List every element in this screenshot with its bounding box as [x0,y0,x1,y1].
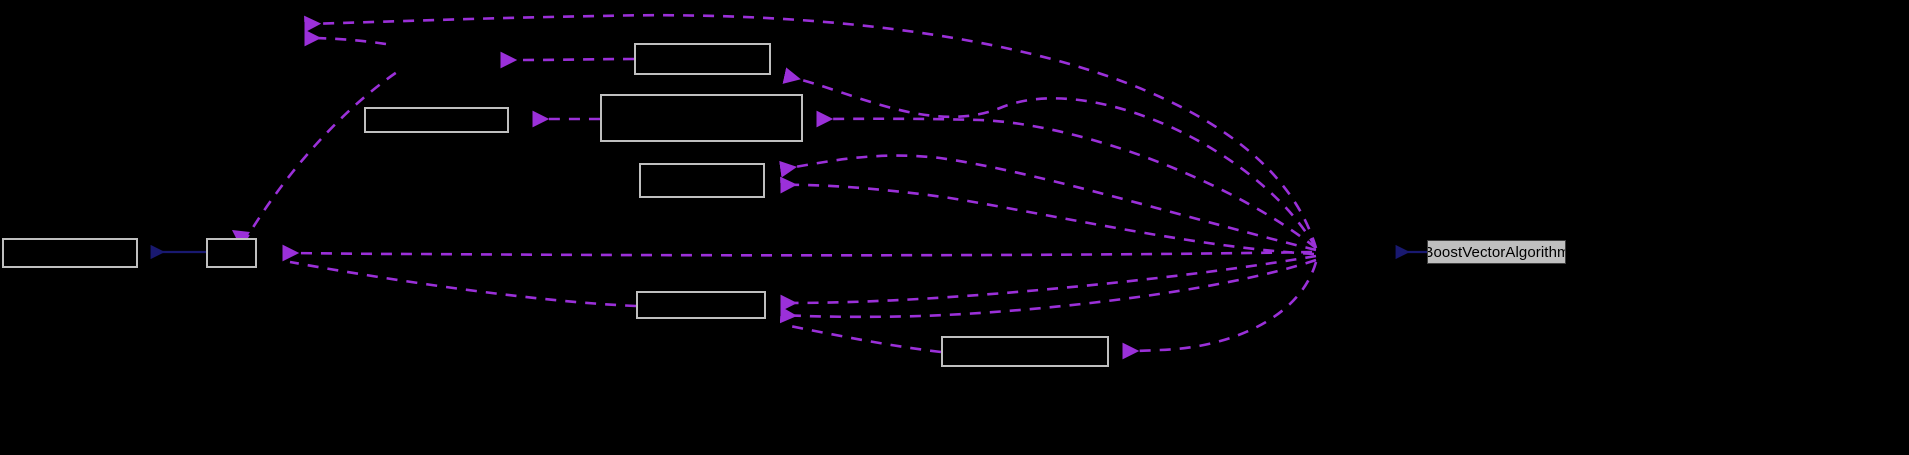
edge-hub-to-node6-lower [779,258,1317,324]
graph-node-boostvectoralgorithm-label: BoostVectorAlgorithm [1427,243,1566,261]
edge-hub-to-node7 [1122,261,1318,360]
edge-hub-to-node5-upper [779,154,1317,252]
graph-node-n0[interactable] [2,238,138,268]
edge-node6-to-node1-curve [289,260,637,308]
edge-hub-to-node1-flat [282,244,1313,262]
edge-hub-to-topleft-a [304,13,1318,249]
edge-node3-to-midleft-arrow [500,51,635,69]
edge-topleft-b-tail [304,29,387,47]
edge-hub-to-node4 [816,110,1317,250]
edge-group-inheritance [241,13,1318,360]
graph-node-n5[interactable] [639,163,765,198]
graph-node-n6[interactable] [636,291,766,319]
edge-hub-to-node6-upper [780,254,1317,312]
edge-hub-to-node3 [782,67,1318,249]
graph-node-n1[interactable] [206,238,257,268]
graph-node-n7[interactable] [941,336,1109,367]
graph-node-n3[interactable] [634,43,771,75]
edge-node7-tail-left [789,324,942,354]
edge-hub-to-node5-lower [780,176,1315,256]
graph-node-n4[interactable] [600,94,803,142]
graph-node-n2[interactable] [364,107,509,133]
graph-node-boostvectoralgorithm[interactable]: BoostVectorAlgorithm [1427,240,1566,264]
edge-node1-to-topleft-b [241,68,401,245]
